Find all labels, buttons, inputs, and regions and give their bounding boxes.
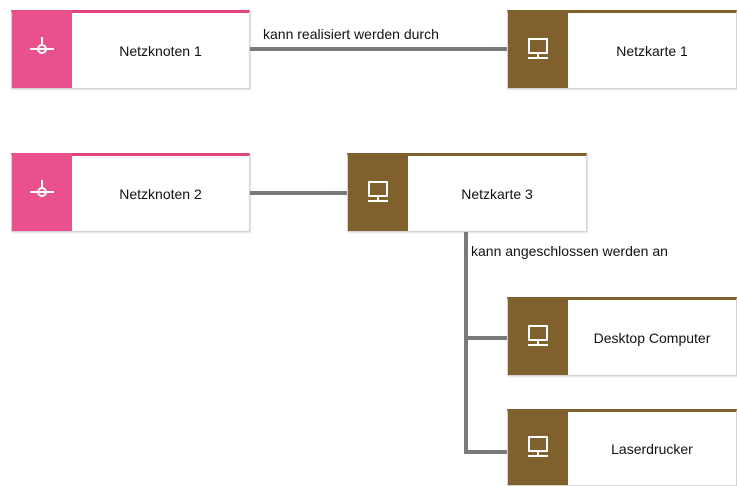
computer-monitor-icon: [348, 153, 408, 231]
node-label: Netzknoten 1: [119, 42, 202, 59]
node-label: Netzkarte 1: [616, 42, 688, 59]
edge-trunk: [464, 232, 468, 454]
node-desktop-computer[interactable]: Desktop Computer: [507, 297, 737, 376]
node-netzkarte-3[interactable]: Netzkarte 3: [347, 153, 587, 232]
edge-node2-card3: [250, 191, 347, 195]
computer-monitor-icon: [508, 10, 568, 88]
edge-branch-laser: [464, 450, 507, 454]
edge-branch-desktop: [464, 336, 507, 340]
node-laserdrucker[interactable]: Laserdrucker: [507, 409, 737, 486]
node-netzkarte-1[interactable]: Netzkarte 1: [507, 10, 737, 89]
node-label: Netzknoten 2: [119, 185, 202, 202]
network-node-icon: [12, 153, 72, 231]
node-netzknoten-1[interactable]: Netzknoten 1: [11, 10, 250, 89]
computer-monitor-icon: [508, 409, 568, 485]
node-label: Laserdrucker: [611, 440, 693, 457]
edge-label-realized-by: kann realisiert werden durch: [263, 26, 439, 42]
node-netzknoten-2[interactable]: Netzknoten 2: [11, 153, 250, 232]
node-label: Netzkarte 3: [461, 185, 533, 202]
network-node-icon: [12, 10, 72, 88]
computer-monitor-icon: [508, 297, 568, 375]
edge-label-connected-to: kann angeschlossen werden an: [471, 243, 668, 259]
edge-realized-by: [250, 47, 507, 51]
node-label: Desktop Computer: [593, 329, 711, 346]
